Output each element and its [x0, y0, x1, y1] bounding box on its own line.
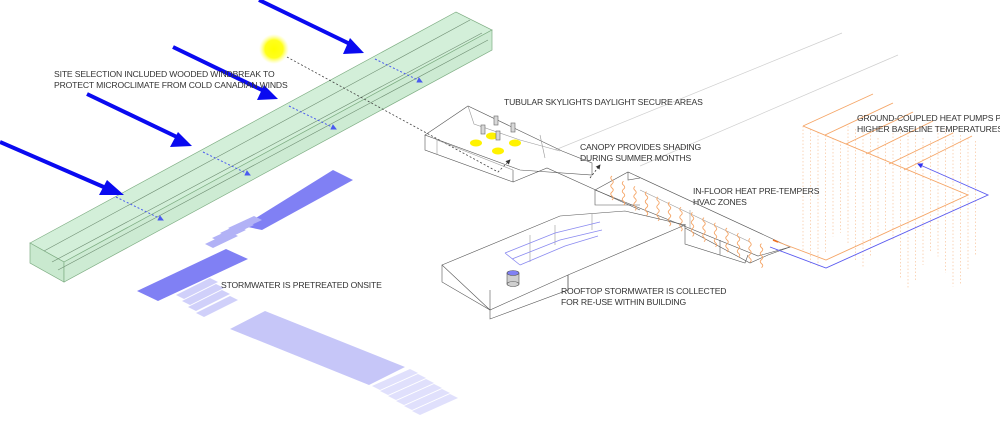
sun-path-line — [286, 56, 511, 173]
skylight-tube-icon — [510, 122, 516, 133]
supply-loop-line — [777, 125, 970, 261]
wind-arrow-icon — [258, 0, 364, 54]
heat-wave-icon — [667, 201, 672, 227]
heat-wave-icon — [690, 212, 695, 237]
cold-wind-arrows — [0, 0, 364, 195]
tubular-skylights — [470, 115, 521, 155]
filtered-wind-arrow — [288, 105, 337, 130]
label-canopy-line2: DURING SUMMER MONTHS — [580, 153, 692, 163]
label-geothermal-line2: HIGHER BASELINE TEMPERATURES — [857, 124, 1000, 134]
return-loop-line — [769, 163, 990, 269]
stormwater-bioswale — [137, 170, 458, 415]
annotation-skylights: TUBULAR SKYLIGHTS DAYLIGHT SECURE AREAS — [504, 97, 703, 107]
sun-icon — [259, 34, 289, 64]
heat-wave-icon — [610, 175, 614, 201]
swale-stripes-light — [176, 278, 238, 317]
annotation-windbreak: SITE SELECTION INCLUDED WOODED WINDBREAK… — [54, 69, 288, 90]
heat-wave-icon — [713, 222, 718, 248]
heat-wave-icon — [736, 232, 741, 258]
skylight-spot — [486, 132, 498, 140]
canopy-guide-lines — [554, 32, 899, 167]
wind-arrow-icon — [0, 140, 124, 195]
canopy-pointer — [589, 164, 601, 179]
skylight-tube-icon — [495, 130, 501, 141]
building-wing-stormwater — [441, 210, 686, 320]
label-canopy-line1: CANOPY PROVIDES SHADING — [580, 142, 701, 152]
heat-wave-icon — [633, 186, 637, 211]
heat-wave-icon — [644, 191, 649, 216]
wind-arrow-icon — [86, 92, 192, 147]
label-stormwater-roof-line2: FOR RE-USE WITHIN BUILDING — [561, 297, 686, 307]
windbreak-front — [63, 29, 493, 283]
label-skylights: TUBULAR SKYLIGHTS DAYLIGHT SECURE AREAS — [504, 97, 703, 107]
in-floor-heat-waves — [610, 175, 764, 268]
heat-wave-icon — [725, 227, 729, 253]
rooftop-stormwater — [504, 221, 603, 287]
filtered-wind-arrow — [374, 58, 423, 83]
heat-wave-icon — [621, 180, 626, 206]
heat-wave-icon — [702, 217, 706, 242]
filtered-wind-arrow — [202, 151, 251, 176]
label-in-floor-heat-line2: HVAC ZONES — [693, 197, 747, 207]
annotation-geothermal: GROUND-COUPLED HEAT PUMPS PROVIDE HIGHER… — [857, 113, 1000, 134]
swale-light — [230, 311, 405, 385]
skylight-tube-icon — [493, 115, 499, 126]
building-wing-skylights — [424, 105, 641, 211]
heat-wave-icon — [656, 196, 660, 222]
swale-dark — [137, 249, 248, 301]
annotation-stormwater-site: STORMWATER IS PRETREATED ONSITE — [221, 280, 382, 290]
swale-dark — [243, 170, 353, 230]
swale-stripes-dark — [205, 216, 262, 248]
swale-stripes-fade — [372, 369, 458, 415]
skylight-spot — [470, 139, 482, 147]
annotation-stormwater-roof: ROOFTOP STORMWATER IS COLLECTED FOR RE-U… — [561, 286, 726, 307]
label-windbreak-line1: SITE SELECTION INCLUDED WOODED WINDBREAK… — [54, 69, 275, 79]
heat-wave-icon — [679, 206, 683, 232]
skylight-spot — [492, 147, 504, 155]
skylight-spot — [509, 139, 521, 147]
label-windbreak-line2: PROTECT MICROCLIMATE FROM COLD CANADIAN … — [54, 80, 288, 90]
windbreak-volume — [29, 11, 493, 283]
label-stormwater-site: STORMWATER IS PRETREATED ONSITE — [221, 280, 382, 290]
geothermal-loop — [769, 93, 990, 269]
label-in-floor-heat-line1: IN-FLOOR HEAT PRE-TEMPERS — [693, 186, 820, 196]
annotation-in-floor-heat: IN-FLOOR HEAT PRE-TEMPERS HVAC ZONES — [693, 186, 820, 207]
heat-wave-icon — [748, 238, 752, 263]
filtered-wind-arrow — [115, 196, 164, 221]
geothermal-well-field — [802, 126, 976, 288]
wind-filter-arrows — [115, 58, 423, 221]
annotation-canopy: CANOPY PROVIDES SHADING DURING SUMMER MO… — [580, 142, 702, 163]
wind-arrow-icon — [172, 45, 278, 100]
heat-wave-icon — [759, 243, 764, 268]
label-geothermal-line1: GROUND-COUPLED HEAT PUMPS PROVIDE — [857, 113, 1000, 123]
label-stormwater-roof-line1: ROOFTOP STORMWATER IS COLLECTED — [561, 286, 726, 296]
skylight-tube-icon — [480, 124, 486, 135]
cistern-icon — [506, 270, 520, 287]
